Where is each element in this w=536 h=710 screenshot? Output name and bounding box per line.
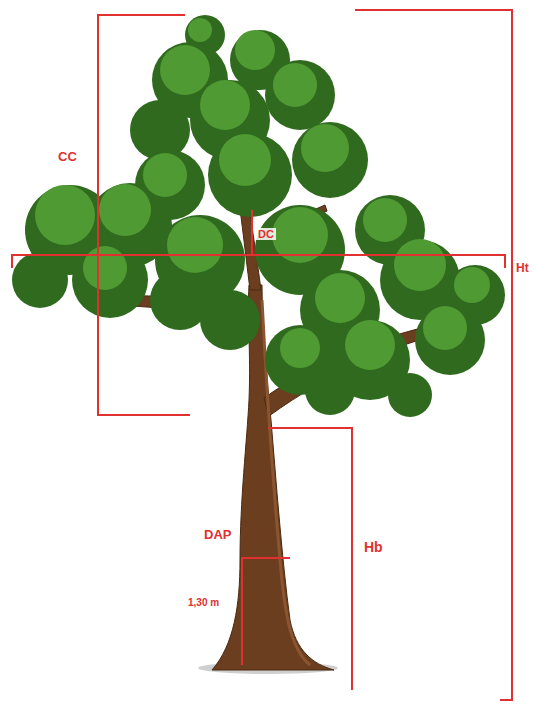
- measure-label: DC: [256, 228, 276, 240]
- measure-label: 1,30 m: [188, 597, 219, 608]
- measure-label: Ht: [516, 262, 529, 275]
- measure-label: DAP: [204, 528, 231, 542]
- measure-label: CC: [58, 150, 77, 164]
- measure-label: Hb: [364, 540, 383, 555]
